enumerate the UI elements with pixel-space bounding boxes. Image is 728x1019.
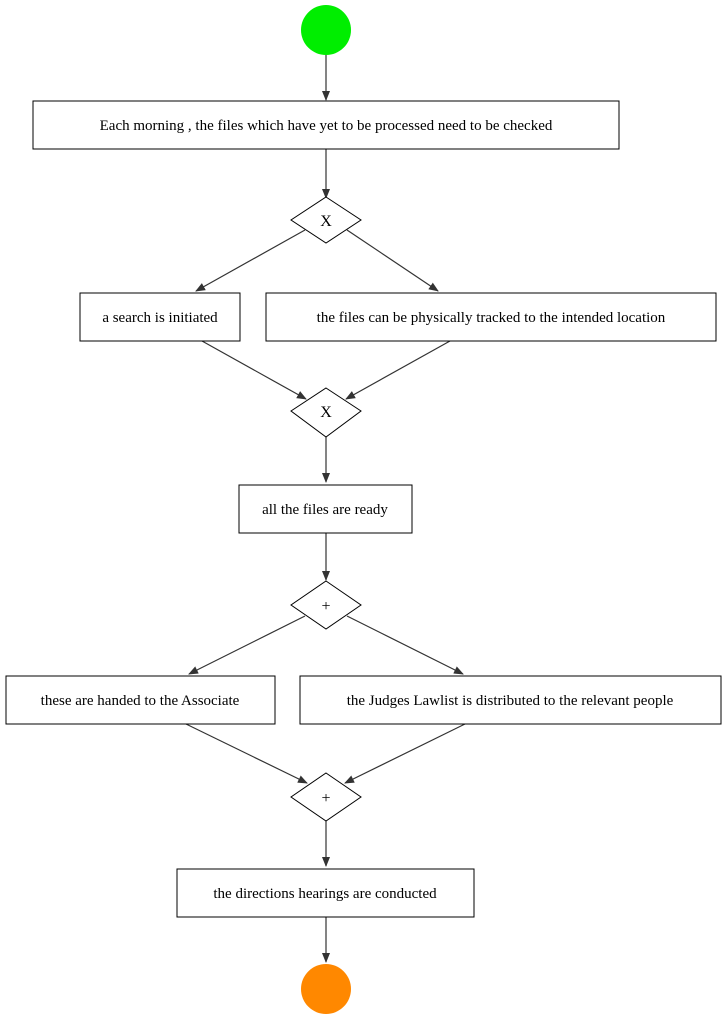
gateway-symbol: X xyxy=(320,213,332,230)
activity-label: a search is initiated xyxy=(102,310,218,326)
edge-search-to-xor-join xyxy=(201,340,307,400)
activity-hand-to-associate: these are handed to the Associate xyxy=(5,675,276,725)
end-event xyxy=(301,964,351,1014)
gateway-symbol: + xyxy=(321,598,330,615)
activity-label: these are handed to the Associate xyxy=(41,693,240,709)
edge-track-to-xor-join xyxy=(345,340,451,400)
edge-associate-to-and-join xyxy=(185,723,308,784)
activity-label: the Judges Lawlist is distributed to the… xyxy=(347,693,674,709)
start-event xyxy=(301,5,351,55)
gateway-and-join: + xyxy=(290,772,362,822)
activity-distribute-lawlist: the Judges Lawlist is distributed to the… xyxy=(299,675,722,725)
gateway-xor-join: X xyxy=(290,387,362,438)
edge-xor-split-to-track xyxy=(346,229,439,292)
edge-and-split-to-associate xyxy=(188,615,306,675)
activity-label: the directions hearings are conducted xyxy=(213,886,437,902)
activity-track-files: the files can be physically tracked to t… xyxy=(265,292,717,342)
gateway-xor-split: X xyxy=(290,196,362,244)
activity-label: the files can be physically tracked to t… xyxy=(317,310,666,326)
edge-lawlist-to-and-join xyxy=(344,723,466,784)
activity-check-files: Each morning , the files which have yet … xyxy=(32,100,620,150)
activity-files-ready: all the files are ready xyxy=(238,484,413,534)
activity-hearings-conducted: the directions hearings are conducted xyxy=(176,868,475,918)
activity-label: Each morning , the files which have yet … xyxy=(100,118,553,134)
gateway-symbol: X xyxy=(320,404,332,421)
gateway-and-split: + xyxy=(290,580,362,630)
activity-search-initiated: a search is initiated xyxy=(79,292,241,342)
activity-label: all the files are ready xyxy=(262,502,388,518)
edge-and-split-to-lawlist xyxy=(346,615,464,675)
edge-xor-split-to-search xyxy=(195,229,306,292)
edges xyxy=(185,55,466,963)
gateway-symbol: + xyxy=(321,790,330,807)
